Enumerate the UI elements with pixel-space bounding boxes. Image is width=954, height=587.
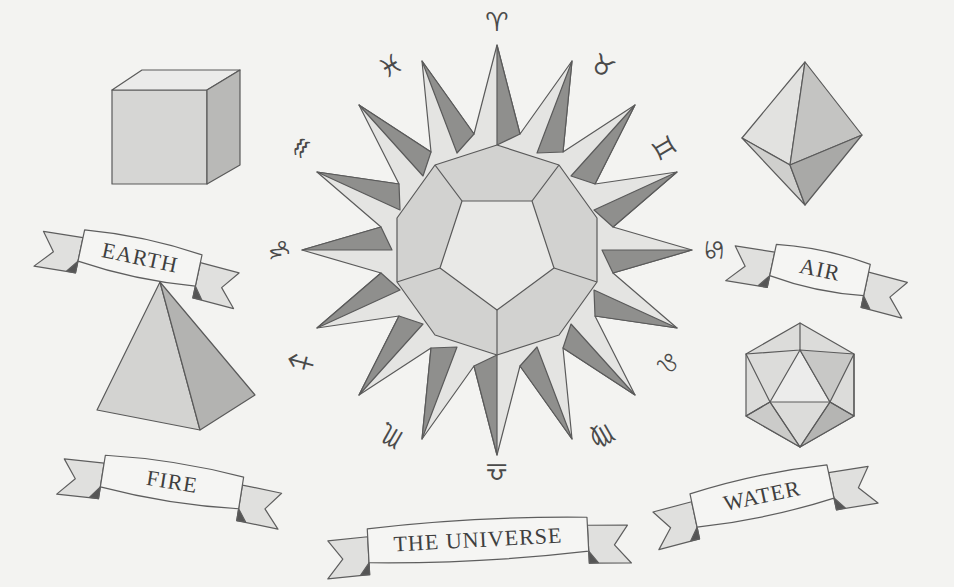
zodiac-sign: ♎: [485, 459, 508, 485]
zodiac-sign: ♍: [586, 419, 619, 453]
ribbon-banner: EARTH: [77, 226, 203, 290]
zodiac-sign: ♑: [267, 238, 293, 261]
ribbon-banner: AIR: [769, 240, 871, 299]
zodiac-sign: ♐: [285, 345, 319, 378]
ribbon-banner: THE UNIVERSE: [367, 513, 589, 566]
zodiac-sign: ♋: [701, 238, 727, 261]
zodiac-sign: ♒: [285, 131, 319, 164]
zodiac-sign: ♓: [374, 49, 407, 83]
zodiac-sign: ♉: [586, 49, 619, 83]
zodiac-sign: ♌: [651, 345, 685, 378]
zodiac-sign: ♈: [485, 9, 508, 35]
ribbon-banner: WATER: [689, 461, 835, 531]
zodiac-sign: ♏: [374, 419, 407, 453]
zodiac-sign: ♊: [647, 131, 681, 164]
ribbon-banner: FIRE: [100, 451, 245, 512]
